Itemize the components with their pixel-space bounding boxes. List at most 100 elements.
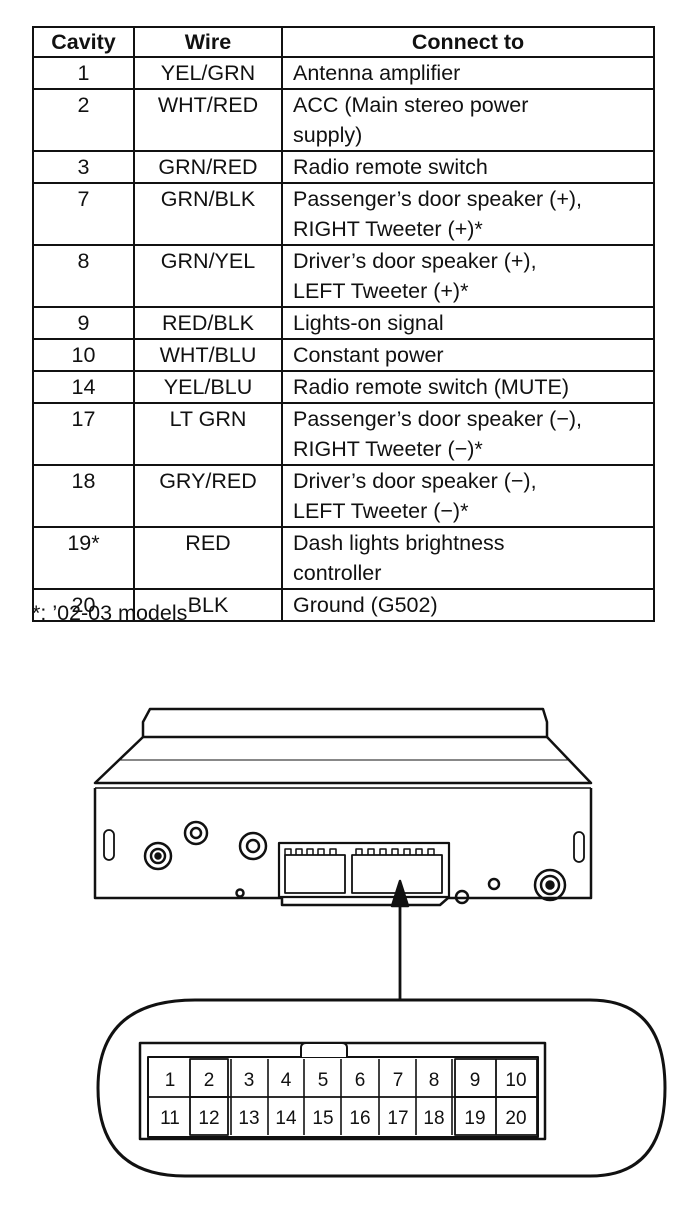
pin-label: 19 — [464, 1108, 485, 1129]
pin-label: 8 — [429, 1070, 440, 1091]
cavity-cell: 19* — [32, 526, 135, 590]
cavity-cell: 17 — [32, 402, 135, 466]
connect-to-cell: Passenger’s door speaker (−), RIGHT Tweet… — [281, 402, 655, 466]
pin-label: 12 — [198, 1108, 219, 1129]
connect-to-cell: Radio remote switch — [281, 150, 655, 184]
wire-cell: GRN/YEL — [133, 244, 283, 308]
wire-cell: WHT/BLU — [133, 338, 283, 372]
header-connect-to: Connect to — [281, 26, 655, 58]
pin-label: 17 — [387, 1108, 408, 1129]
connector-arrow-icon — [390, 879, 410, 1000]
wire-cell: RED/BLK — [133, 306, 283, 340]
screw-terminal-mid — [238, 831, 268, 861]
connect-to-cell: Radio remote switch (MUTE) — [281, 370, 655, 404]
connect-to-line: Driver’s door speaker (−), — [293, 469, 537, 493]
connect-to-cell: Lights-on signal — [281, 306, 655, 340]
connect-to-cell: Antenna amplifier — [281, 56, 655, 90]
connect-to-line: controller — [293, 561, 382, 585]
cavity-cell: 20 — [32, 588, 135, 622]
unit-connector-socket — [277, 841, 451, 899]
footnote-text: *: ’02-03 models — [32, 601, 188, 625]
connector-callout-frame — [96, 998, 667, 1178]
pin-label: 11 — [160, 1108, 180, 1129]
connect-to-cell: ACC (Main stereo power supply) — [281, 88, 655, 152]
pin-label: 14 — [275, 1108, 297, 1129]
pin-label: 18 — [423, 1108, 444, 1129]
cavity-cell: 18 — [32, 464, 135, 528]
screw-terminal-mid-left — [183, 820, 209, 846]
wire-cell: GRN/BLK — [133, 182, 283, 246]
connect-to-line: Radio remote switch (MUTE) — [293, 375, 569, 399]
connect-to-line: Driver’s door speaker (+), — [293, 249, 537, 273]
pin-label: 1 — [165, 1070, 176, 1091]
wire-cell: GRY/RED — [133, 464, 283, 528]
pin-label: 15 — [312, 1108, 333, 1129]
cavity-cell: 8 — [32, 244, 135, 308]
connect-to-line: Ground (G502) — [293, 593, 438, 617]
cavity-cell: 1 — [32, 56, 135, 90]
screw-hole-small — [235, 877, 501, 905]
connect-to-line: Passenger’s door speaker (−), — [293, 407, 583, 431]
connect-to-line: supply) — [293, 123, 363, 147]
pin-label: 10 — [505, 1070, 526, 1091]
wire-cell: BLK — [133, 588, 283, 622]
connect-to-line: RIGHT Tweeter (−)* — [293, 437, 483, 461]
pin-label: 20 — [505, 1108, 526, 1129]
connect-to-cell: Driver’s door speaker (−), LEFT Tweeter (… — [281, 464, 655, 528]
cavity-cell: 3 — [32, 150, 135, 184]
connect-to-line: RIGHT Tweeter (+)* — [293, 217, 483, 241]
connect-to-line: LEFT Tweeter (−)* — [293, 499, 469, 523]
pin-label: 2 — [204, 1070, 215, 1091]
cavity-cell: 2 — [32, 88, 135, 152]
pin-label: 6 — [355, 1070, 366, 1091]
connect-to-line: Passenger’s door speaker (+), — [293, 187, 583, 211]
connect-to-line: Dash lights brightness — [293, 531, 505, 555]
wire-cell: WHT/RED — [133, 88, 283, 152]
connect-to-line: ACC (Main stereo power — [293, 93, 529, 117]
pin-label: 16 — [349, 1108, 370, 1129]
pin-label: 5 — [318, 1070, 329, 1091]
pin-label: 4 — [281, 1070, 292, 1091]
connector-face — [138, 1041, 547, 1141]
wire-cell: YEL/GRN — [133, 56, 283, 90]
cavity-cell: 14 — [32, 370, 135, 404]
pin-label: 13 — [238, 1108, 259, 1129]
cavity-cell: 7 — [32, 182, 135, 246]
header-cavity: Cavity — [32, 26, 135, 58]
connect-to-line: LEFT Tweeter (+)* — [293, 279, 469, 303]
screw-terminal-left — [143, 841, 173, 871]
connect-to-cell: Dash lights brightness controller — [281, 526, 655, 590]
antenna-jack-icon — [533, 868, 567, 902]
pin-label: 7 — [393, 1070, 404, 1091]
table-header-row: Cavity Wire Connect to — [32, 26, 655, 58]
connect-to-cell: Driver’s door speaker (+), LEFT Tweeter (… — [281, 244, 655, 308]
cavity-cell: 10 — [32, 338, 135, 372]
pin-label: 3 — [244, 1070, 255, 1091]
connect-to-cell: Ground (G502) — [281, 588, 655, 622]
connect-to-line: Antenna amplifier — [293, 61, 461, 85]
connect-to-line: Constant power — [293, 343, 444, 367]
wire-cell: LT GRN — [133, 402, 283, 466]
stereo-unit-rear-panel — [93, 788, 593, 907]
connect-to-cell: Constant power — [281, 338, 655, 372]
stereo-unit-top — [93, 707, 593, 789]
wire-cell: GRN/RED — [133, 150, 283, 184]
wire-cell: YEL/BLU — [133, 370, 283, 404]
connect-to-cell: Passenger’s door speaker (+), RIGHT Tweet… — [281, 182, 655, 246]
cavity-cell: 9 — [32, 306, 135, 340]
